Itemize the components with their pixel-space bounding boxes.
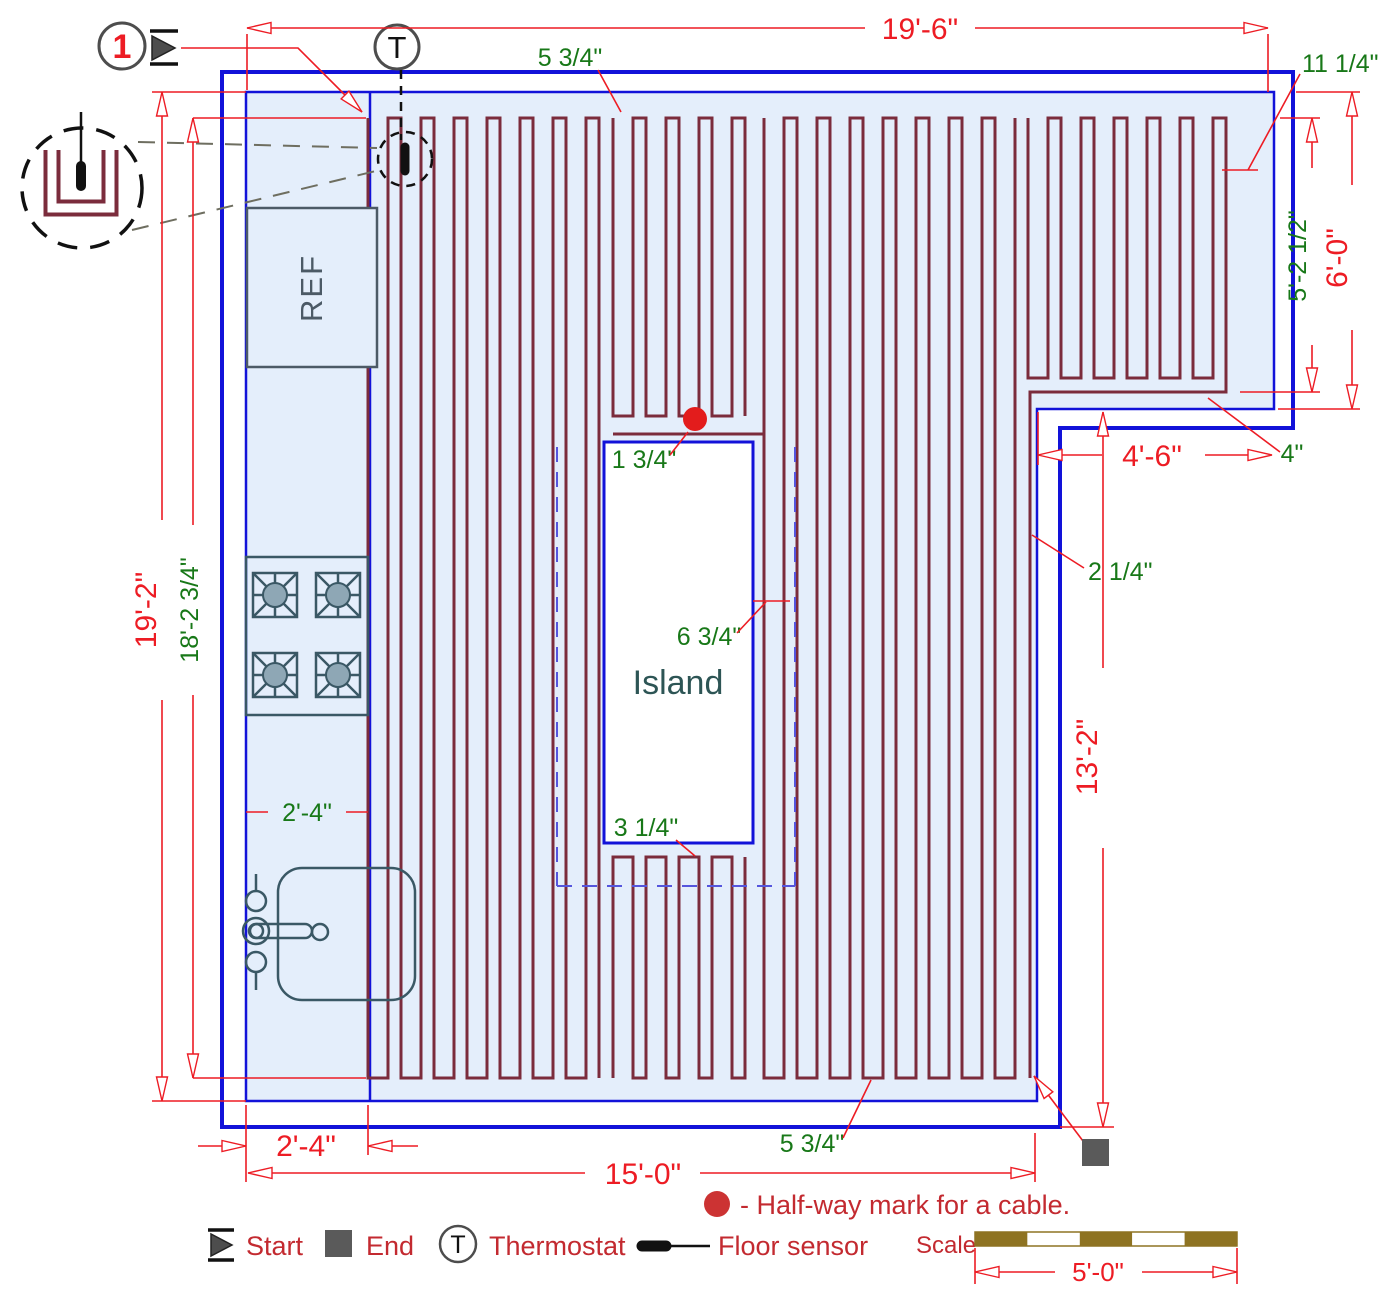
leader	[842, 1079, 872, 1139]
island: Island	[556, 440, 796, 887]
leader	[669, 431, 689, 456]
scale-segment	[1079, 1232, 1133, 1246]
burner	[314, 651, 362, 699]
dim-upper-right-cable-height: 5'-2 1/2"	[1284, 210, 1312, 301]
sink-basin	[276, 866, 417, 1002]
scale-bar-segments	[975, 1232, 1237, 1246]
leader	[1207, 397, 1281, 453]
dim-left-height: 19'-2"	[130, 572, 163, 648]
scale-bar-frame	[974, 1231, 1238, 1247]
legend-thermostat-label: Thermostat	[489, 1231, 626, 1261]
end-callout	[1033, 1075, 1109, 1166]
burner	[251, 571, 299, 619]
dim-bottom-width: 15'-0"	[605, 1158, 681, 1191]
detail-leader-bottom	[131, 169, 381, 231]
dim-notch-gap: 4"	[1281, 440, 1304, 468]
sink-faucet-base-inner	[247, 922, 265, 940]
leader	[1031, 534, 1085, 569]
leader	[736, 601, 767, 634]
island-outline	[602, 440, 755, 845]
start-leader	[181, 47, 363, 113]
scale-segment	[1132, 1232, 1185, 1246]
wall-outline	[220, 70, 1295, 1129]
island-label: Island	[633, 664, 724, 702]
dim-top-right-gap: 11 1/4"	[1302, 50, 1379, 78]
start-callout: 1	[97, 21, 363, 113]
ref-outline	[245, 206, 379, 369]
sink-faucet-base-outer	[241, 916, 271, 946]
leader	[597, 69, 622, 113]
sink-drain	[310, 922, 330, 942]
cable-run	[762, 116, 1017, 1080]
room	[220, 70, 1295, 1129]
end-marker	[1082, 1139, 1109, 1166]
scale-segment	[1027, 1232, 1080, 1246]
halfway-note-text: - Half-way mark for a cable.	[740, 1190, 1070, 1220]
dim-counter-width: 2'-4"	[282, 799, 332, 827]
cable-run	[611, 116, 747, 418]
dim-counter-width-bottom: 2'-4"	[276, 1130, 336, 1163]
burner	[314, 571, 362, 619]
sensor-callout-circle	[376, 130, 434, 188]
scale-segment	[1184, 1232, 1237, 1246]
dim-notch-width: 4'-6"	[1122, 440, 1182, 473]
dim-left-cable-height: 18'-2 3/4"	[176, 557, 204, 662]
thermostat-letter: T	[388, 30, 407, 65]
scale-length: 5'-0"	[1072, 1257, 1124, 1287]
legend-floor-sensor-label: Floor sensor	[718, 1231, 868, 1261]
ref-label: REF	[294, 254, 329, 322]
thermostat-symbol: T	[373, 23, 434, 188]
halfway-dot	[683, 407, 707, 431]
detail-number: 1	[113, 28, 132, 66]
start-marker-triangle	[151, 34, 177, 62]
dim-cable-spacing-top: 5 3/4"	[538, 44, 602, 72]
dim-top-width: 19'-6"	[882, 13, 958, 46]
cable-run	[1026, 116, 1228, 1078]
stove-burners	[251, 571, 362, 699]
dim-island-right-gap: 6 3/4"	[677, 623, 741, 651]
legend-start-icon	[210, 1232, 234, 1258]
detail-number-circle	[97, 21, 147, 71]
scale-label: Scale	[916, 1232, 976, 1259]
stove	[244, 555, 370, 717]
legend-end-icon	[325, 1230, 352, 1257]
cable-run	[366, 116, 601, 1080]
thermostat-circle	[373, 23, 421, 71]
dim-upper-right-height: 6'-0"	[1321, 228, 1354, 288]
heating-cable	[366, 116, 1228, 1080]
cable-run	[611, 855, 747, 1080]
refrigerator: REF	[245, 206, 379, 369]
scale-bar: Scale 5'-0"	[916, 1231, 1238, 1287]
legend-start-label: Start	[246, 1231, 304, 1261]
halfway-legend-dot	[704, 1191, 730, 1217]
sensor-detail	[20, 112, 381, 250]
detail-leader-top	[137, 141, 378, 149]
legend: Start End T Thermostat Floor sensor	[208, 1224, 868, 1264]
leader	[1247, 73, 1301, 171]
stove-outline	[244, 555, 370, 717]
dim-island-top-gap: 1 3/4"	[612, 446, 676, 474]
leader	[675, 839, 696, 857]
sink	[241, 866, 417, 1002]
legend-thermostat-icon	[438, 1224, 478, 1264]
scale-segment	[975, 1232, 1028, 1246]
dim-lower-right-height: 13'-2"	[1071, 719, 1104, 795]
detail-cable-loop-inner	[47, 150, 115, 213]
burner	[251, 651, 299, 699]
sink-knob-top	[244, 889, 268, 913]
legend-end-label: End	[366, 1231, 414, 1261]
dim-cable-spacing-bottom: 5 3/4"	[780, 1130, 844, 1158]
dimensions: 19'-6" 5 3/4" 11 1/4" 5'-2 1/2" 6'-0" 4'…	[130, 13, 1379, 1191]
dim-island-bottom-gap: 3 1/4"	[614, 814, 678, 842]
legend-thermostat-letter: T	[450, 1231, 465, 1259]
end-leader	[1033, 1075, 1084, 1142]
dim-corner-cable-gap: 2 1/4"	[1088, 558, 1152, 586]
halfway-note: - Half-way mark for a cable.	[704, 1190, 1070, 1220]
